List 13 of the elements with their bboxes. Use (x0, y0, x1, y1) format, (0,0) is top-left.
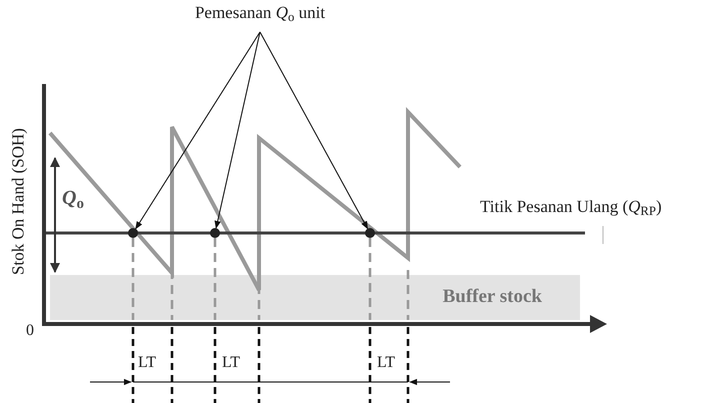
arrow (214, 32, 260, 229)
annotation-text: Pemesanan Q$_{o}$ unit (175, 0, 345, 26)
buffer-stock-band (50, 275, 580, 320)
arrow (135, 32, 260, 230)
lead-time-label: LT (377, 355, 396, 371)
lead-time-label: LT (222, 355, 240, 371)
quantity-label: Q$_{o}$ (62, 188, 84, 208)
lead-time-label: LT (138, 355, 156, 371)
origin-label: 0 (26, 323, 34, 339)
arrow (260, 32, 368, 230)
axis-label: Stok On Hand (SOH) (10, 127, 26, 277)
line-label: Titik Pesanan Ulang (Q$_{RP}$) (480, 198, 662, 215)
band-label: Buffer stock (442, 285, 542, 310)
